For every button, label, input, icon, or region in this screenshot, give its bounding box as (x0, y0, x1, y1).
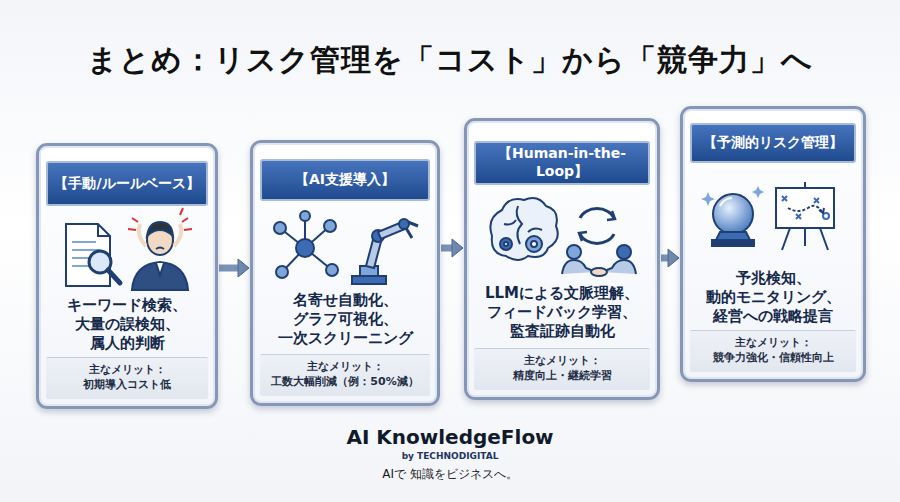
robot-arm-icon (352, 219, 418, 284)
merit-label: 主なメリット： (696, 336, 850, 351)
stage-description: キーワード検索、 大量の誤検知、 属人的判断 (47, 296, 207, 352)
cycle-arrows-icon (579, 209, 615, 244)
brand-name: AI KnowledgeFlow (0, 425, 900, 449)
stage-description: LLMによる文脈理解、 フィードバック学習、 監査証跡自動化 (475, 284, 649, 340)
merit-box: 主なメリット：精度向上・継続学習 (474, 348, 650, 390)
stage-card: 【Human-in-the-Loop】 LLMによる文脈理解、 フィードバック学習… (464, 118, 660, 400)
stage-card: 【手動/ルールベース】キーワード検索、 大量の誤検知、 属人的判断主なメリット：… (36, 143, 218, 409)
merit-box: 主なメリット：競争力強化・信頼性向上 (690, 330, 856, 372)
brand-byline: by TECHNODIGITAL (0, 451, 900, 461)
merit-value: 精度向上・継続学習 (480, 369, 644, 384)
brand-tagline: AIで 知識をビジネスへ。 (0, 466, 900, 483)
stage-header: 【予測的リスク管理】 (690, 123, 856, 163)
merit-value: 初期導入コスト低 (52, 378, 202, 393)
merit-value: 競争力強化・信頼性向上 (696, 351, 850, 366)
network-graph-icon (274, 211, 338, 278)
handshake-icon (562, 245, 636, 276)
stage-header: 【手動/ルールベース】 (46, 161, 208, 206)
stressed-person-icon (128, 208, 192, 290)
merit-label: 主なメリット： (52, 363, 202, 378)
merit-label: 主なメリット： (480, 354, 644, 369)
merit-value: 工数大幅削減（例：50%減） (266, 375, 424, 390)
diagram-title: まとめ：リスク管理を「コスト」から「競争力」へ (0, 40, 900, 81)
merit-box: 主なメリット：初期導入コスト低 (46, 357, 208, 399)
stage-card: 【予測的リスク管理】予兆検知、 動的モニタリング、 経営への戦略提言主なメリット… (680, 106, 866, 382)
stage-header: 【Human-in-the-Loop】 (474, 141, 650, 185)
strategy-board-icon (776, 182, 834, 250)
crystal-ball-icon (701, 186, 764, 246)
stage-card: 【AI支援導入】名寄せ自動化、 グラフ可視化、 一次スクリーニング主なメリット：… (250, 140, 440, 406)
stage-description: 名寄せ自動化、 グラフ可視化、 一次スクリーニング (261, 291, 429, 347)
document-magnifier-icon (66, 224, 120, 286)
merit-label: 主なメリット： (266, 360, 424, 375)
stage-header: 【AI支援導入】 (260, 159, 430, 201)
stage-description: 予兆検知、 動的モニタリング、 経営への戦略提言 (691, 269, 855, 325)
merit-box: 主なメリット：工数大幅削減（例：50%減） (260, 354, 430, 396)
flow-arrow (661, 249, 679, 267)
brain-gear-icon (490, 198, 557, 260)
flow-arrow (441, 239, 463, 257)
flow-arrow (219, 259, 249, 277)
